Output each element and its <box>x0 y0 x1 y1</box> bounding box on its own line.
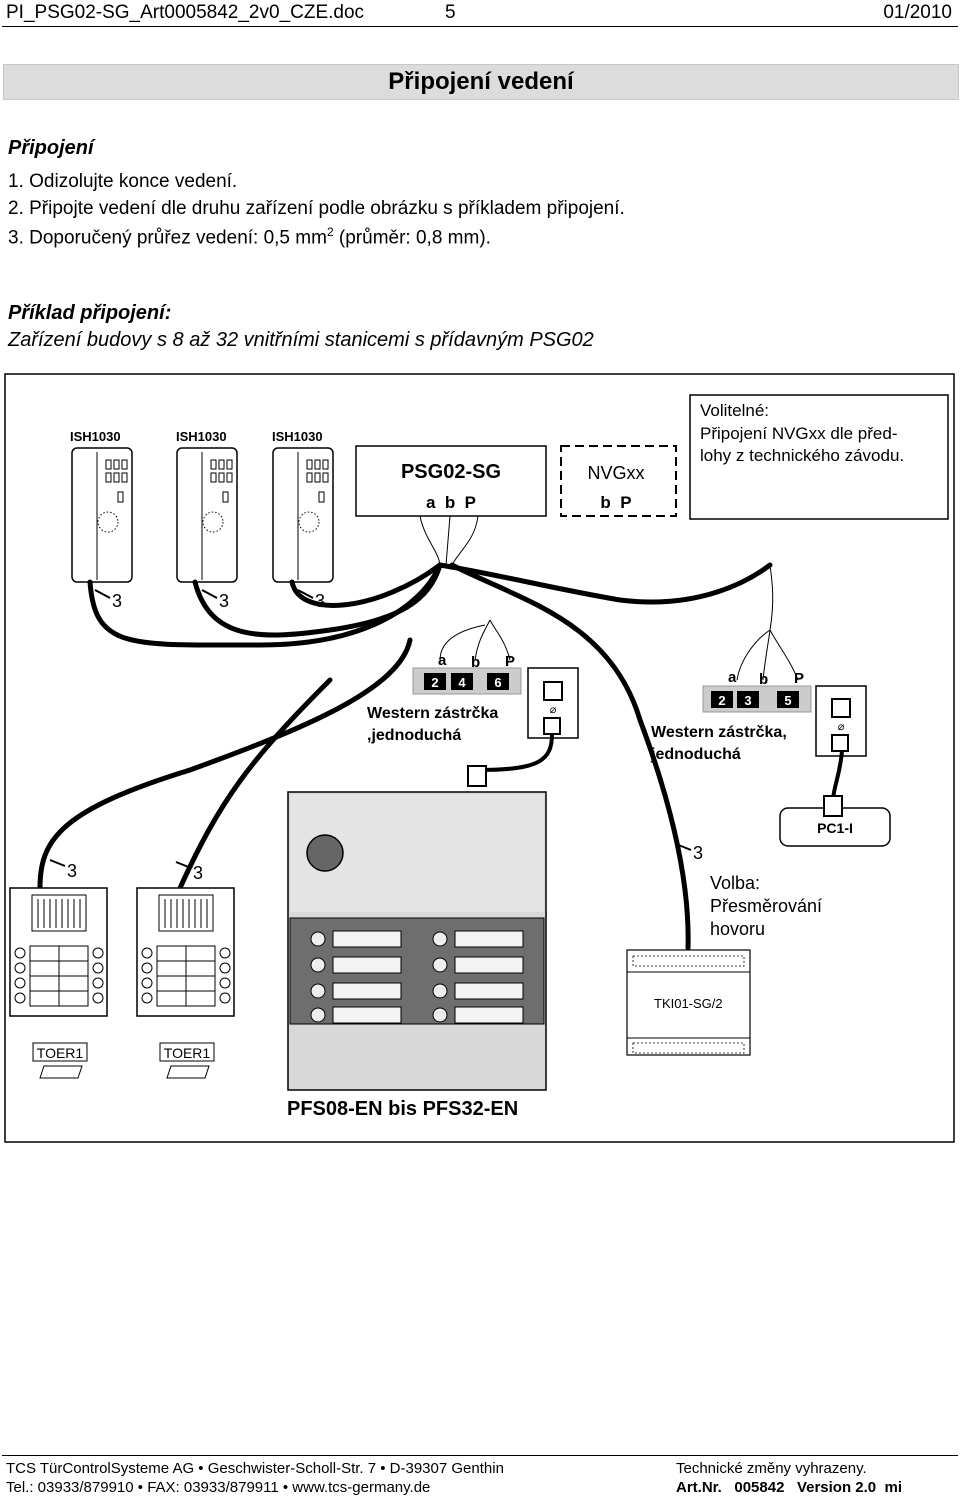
footer-contact: Tel.: 03933/879910 • FAX: 03933/879911 •… <box>6 1479 431 1496</box>
wire-count-4: 3 <box>67 861 77 881</box>
optional-line-2: Připojení NVGxx dle před- <box>700 424 897 443</box>
cable-count-marks: 3 3 3 3 3 3 <box>49 589 703 883</box>
step-3-text: 3. Doporučený průřez vedení: 0,5 mm <box>8 227 327 249</box>
door-station-2 <box>136 887 235 1017</box>
svg-text:3: 3 <box>744 693 751 708</box>
pfs-label: PFS08-EN bis PFS32-EN <box>287 1098 518 1120</box>
initials: mi <box>884 1479 903 1496</box>
pc1-box: PC1-I <box>779 795 891 847</box>
art-number: 005842 <box>734 1479 785 1496</box>
svg-text:b: b <box>759 671 768 688</box>
toer-2: TOER1 <box>159 1042 215 1079</box>
footer-rule <box>2 1455 958 1456</box>
nvg-terminals: b P <box>600 493 631 512</box>
tki-label: TKI01-SG/2 <box>654 996 723 1011</box>
ish-label-3: ISH1030 <box>272 429 323 444</box>
optional-line-1: Volitelné: <box>700 401 769 420</box>
psg02-box: PSG02-SG a b P <box>355 445 547 517</box>
svg-text:2: 2 <box>718 693 725 708</box>
svg-text:a: a <box>438 652 447 669</box>
plug2-label-1: Western zástrčka, <box>651 724 787 741</box>
footer-note: Technické změny vyhrazeny. <box>676 1460 867 1477</box>
example-subheading: Zařízení budovy s 8 až 32 vnitřními stan… <box>8 329 594 351</box>
footer-company: TCS TürControlSysteme AG • Geschwister-S… <box>6 1460 504 1477</box>
toer-1: TOER1 <box>32 1042 88 1079</box>
svg-text:4: 4 <box>458 675 466 690</box>
diagram-frame <box>4 373 955 1143</box>
western-plug-1: a b P 2 4 6 Western zástrčka ,jednoduchá… <box>367 652 579 787</box>
pfs-panel: PFS08-EN bis PFS32-EN <box>287 791 547 1120</box>
step-2: 2. Připojte vedení dle druhu zařízení po… <box>8 198 625 219</box>
svg-text:TOER1: TOER1 <box>164 1045 211 1061</box>
pc-label: PC1-I <box>817 820 853 836</box>
volba-line-3: hovoru <box>710 919 765 939</box>
indoor-station-1: ISH1030 <box>70 429 133 583</box>
ish-label-1: ISH1030 <box>70 429 121 444</box>
indoor-station-3: ISH1030 <box>272 429 334 583</box>
svg-text:TOER1: TOER1 <box>37 1045 84 1061</box>
svg-text:2: 2 <box>431 675 438 690</box>
door-station-1 <box>9 887 108 1017</box>
svg-text:P: P <box>794 670 804 687</box>
psg-terminals: a b P <box>426 493 476 512</box>
step-3-superscript: 2 <box>326 225 334 239</box>
header-rule <box>2 26 958 27</box>
optional-line-3: lohy z technického závodu. <box>700 446 904 465</box>
section-heading: Připojení <box>8 137 94 159</box>
page-title: Připojení vedení <box>388 68 574 95</box>
svg-text:b: b <box>471 654 480 671</box>
wire-count-5: 3 <box>193 863 203 883</box>
psg-label: PSG02-SG <box>401 461 501 483</box>
psg-wires <box>419 515 799 681</box>
tki-module: TKI01-SG/2 <box>626 949 751 1056</box>
footer-art: Art.Nr. 005842 Version 2.0 mi <box>676 1479 902 1496</box>
title-bar: Připojení vedení <box>3 64 959 100</box>
svg-text:5: 5 <box>784 693 791 708</box>
wire-count-2: 3 <box>219 591 229 611</box>
cables <box>37 562 773 951</box>
ish-label-2: ISH1030 <box>176 429 227 444</box>
example-heading: Příklad připojení: <box>8 302 172 324</box>
nvg-box: NVGxx b P <box>560 445 677 517</box>
nvg-label: NVGxx <box>587 463 644 483</box>
volba-line-1: Volba: <box>710 873 760 893</box>
volba-line-2: Přesměrování <box>710 896 822 916</box>
svg-text:P: P <box>505 653 515 670</box>
version: Version 2.0 <box>796 1479 877 1496</box>
wire-count-6: 3 <box>693 843 703 863</box>
svg-text:a: a <box>728 669 737 686</box>
art-label: Art.Nr. <box>676 1479 722 1496</box>
optional-note: Volitelné: Připojení NVGxx dle před- loh… <box>689 394 949 520</box>
plug1-label-1: Western zástrčka <box>367 705 498 722</box>
step-3-tail: (průměr: 0,8 mm). <box>333 227 491 249</box>
wire-count-3: 3 <box>315 591 325 611</box>
plug1-label-2: ,jednoduchá <box>367 727 461 744</box>
page-number: 5 <box>445 2 456 23</box>
indoor-station-2: ISH1030 <box>176 429 238 583</box>
doc-date: 01/2010 <box>883 2 952 23</box>
doc-filename: PI_PSG02-SG_Art0005842_2v0_CZE.doc <box>6 2 365 23</box>
western-plug-2: a b P 2 3 5 Western zástrčka, jednoduchá… <box>650 669 867 801</box>
svg-text:⌀: ⌀ <box>550 704 557 716</box>
svg-text:⌀: ⌀ <box>838 721 845 733</box>
plug2-label-2: jednoduchá <box>650 746 741 763</box>
wire-count-1: 3 <box>112 591 122 611</box>
svg-text:6: 6 <box>494 675 501 690</box>
step-1: 1. Odizolujte konce vedení. <box>8 171 238 192</box>
step-3: 3. Doporučený průřez vedení: 0,5 mm2 (pr… <box>8 225 491 249</box>
